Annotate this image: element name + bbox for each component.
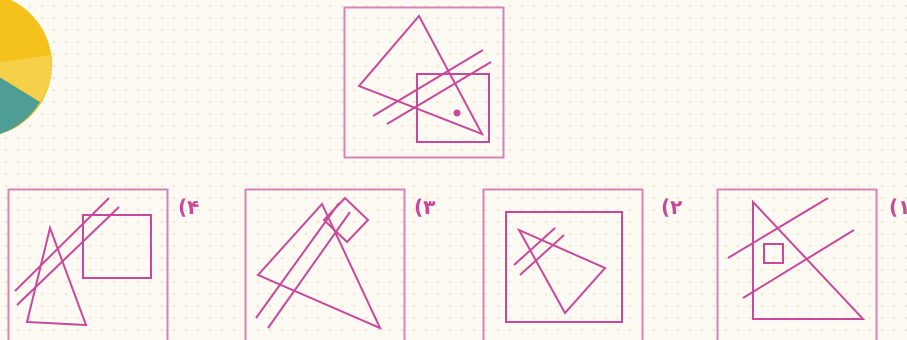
option-2-triangle (519, 230, 605, 313)
option-4-label[interactable]: (۴ (178, 197, 199, 217)
sun-decoration-icon (0, 0, 70, 170)
option-1-small-square (764, 244, 783, 263)
option-1-triangle (753, 202, 863, 319)
option-4-figure[interactable] (7, 188, 169, 340)
option-3-label[interactable]: (۳ (414, 197, 435, 217)
option-1-line-1 (728, 198, 828, 258)
option-4-line-2 (17, 207, 119, 305)
option-2-figure[interactable] (482, 188, 644, 340)
option-1-line-2 (743, 230, 854, 298)
option-3-figure[interactable] (244, 188, 406, 340)
option-2-label[interactable]: (۲ (661, 197, 682, 217)
option-1-label[interactable]: (۱ (889, 197, 907, 217)
question-figure (343, 6, 506, 159)
option-3-triangle (258, 204, 380, 328)
question-line-2 (387, 62, 491, 124)
option-4-triangle (27, 228, 86, 325)
option-1-figure[interactable] (716, 188, 878, 340)
option-3-line-1 (256, 203, 339, 318)
question-dot-icon (454, 110, 461, 117)
option-4-square (83, 215, 151, 278)
option-3-diamond (324, 198, 368, 242)
